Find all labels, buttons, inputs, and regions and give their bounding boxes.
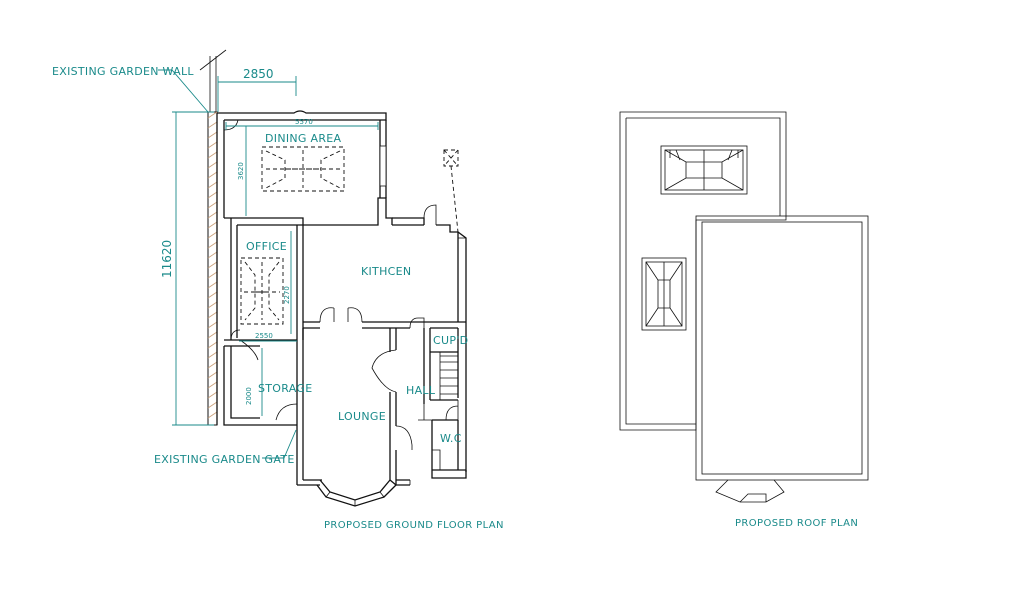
label-hall: HALL xyxy=(406,384,436,397)
label-lounge: LOUNGE xyxy=(338,410,386,423)
office-skylight xyxy=(240,257,284,325)
dim-storage-depth: 2000 xyxy=(245,387,253,405)
roof-lantern-dining xyxy=(660,145,748,195)
label-office: OFFICE xyxy=(246,240,287,253)
dim-office-width: 2550 xyxy=(255,332,273,340)
label-cupd: CUP'D xyxy=(433,334,468,347)
dining-skylight xyxy=(261,146,345,192)
dim-dining-depth: 3620 xyxy=(237,162,245,180)
ground-floor-plan: 2850 11620 5570 3620 2270 2550 2000 EXIS… xyxy=(52,49,504,531)
existing-garden-wall xyxy=(199,49,227,426)
dim-dining-width: 5570 xyxy=(295,118,313,126)
extension-walls xyxy=(216,110,387,426)
main-house-walls xyxy=(296,197,467,507)
dim-overall-length: 11620 xyxy=(160,240,174,278)
external-light xyxy=(443,149,459,233)
label-existing-garden-wall: EXISTING GARDEN WALL xyxy=(52,65,194,78)
title-ground-floor: PROPOSED GROUND FLOOR PLAN xyxy=(324,520,504,531)
dim-top-width: 2850 xyxy=(243,67,274,81)
label-wc: W.C xyxy=(440,432,462,445)
roof-plan: PROPOSED ROOF PLAN xyxy=(619,111,869,529)
leader-lines xyxy=(158,69,297,459)
dimension-lines xyxy=(172,76,379,426)
roof-lantern-office xyxy=(641,257,687,331)
dim-office-depth: 2270 xyxy=(283,286,291,304)
label-dining-area: DINING AREA xyxy=(265,132,342,145)
title-roof: PROPOSED ROOF PLAN xyxy=(735,518,858,529)
label-kitchen: KITHCEN xyxy=(361,265,411,278)
label-storage: STORAGE xyxy=(258,382,312,395)
label-existing-garden-gate: EXISTING GARDEN GATE xyxy=(154,453,295,466)
